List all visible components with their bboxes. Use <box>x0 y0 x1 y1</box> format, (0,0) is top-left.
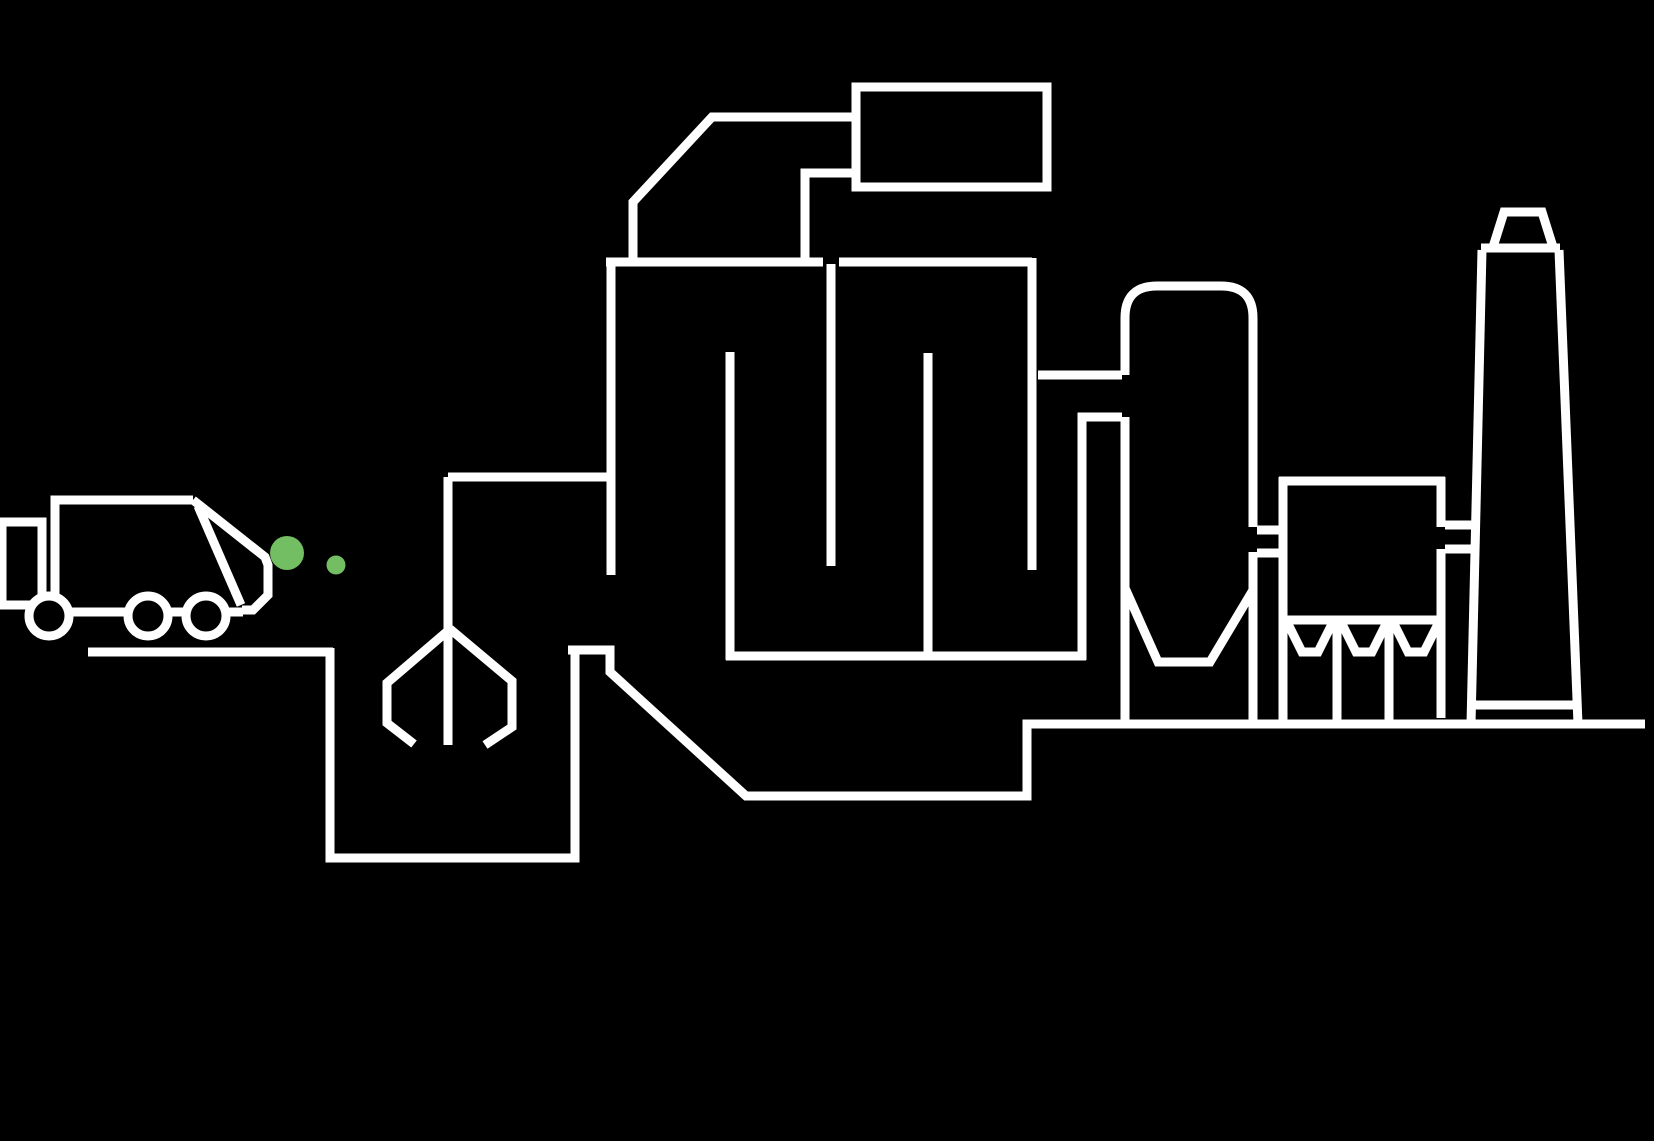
garbage-truck-shape <box>50 495 193 616</box>
ground-and-bunker-pit-shape <box>325 648 580 863</box>
baghouse-filter-shape <box>1283 621 1337 657</box>
absorber-vessel <box>1120 281 1283 724</box>
chimney-stack <box>1466 207 1583 725</box>
roof-flue-duct-and-drum <box>628 82 1052 266</box>
ground-and-bunker-pit <box>88 645 1645 863</box>
garbage-truck <box>0 495 273 641</box>
chimney-stack-shape <box>1466 249 1487 725</box>
chimney-stack-shape <box>1554 249 1583 725</box>
garbage-truck-shape <box>123 591 173 641</box>
crane-grapple-shape <box>382 625 453 748</box>
garbage-truck-shape <box>193 504 246 607</box>
crane-grapple-shape <box>447 625 517 749</box>
furnace-boiler <box>606 257 1122 661</box>
absorber-vessel-shape <box>1120 586 1257 667</box>
roof-flue-duct-and-drum-shape <box>800 168 856 266</box>
crane-grapple <box>382 472 611 749</box>
chimney-stack-shape <box>1488 207 1558 249</box>
baghouse-filter-shape <box>1389 621 1443 657</box>
roof-flue-duct-and-drum-shape <box>628 112 856 266</box>
roof-flue-duct-and-drum-shape <box>851 82 1052 192</box>
waste-dots <box>270 536 346 575</box>
waste-dots-shape <box>270 536 304 570</box>
garbage-truck-shape <box>181 591 231 641</box>
baghouse-filter <box>1278 476 1477 720</box>
garbage-truck-shape <box>190 496 273 615</box>
furnace-boiler-shape <box>1077 412 1122 660</box>
waste-dots-shape <box>326 555 346 575</box>
ground-and-bunker-pit-shape <box>568 645 1645 801</box>
absorber-vessel-shape <box>1120 281 1258 527</box>
garbage-truck-shape <box>24 591 74 641</box>
baghouse-filter-shape <box>1337 621 1391 657</box>
